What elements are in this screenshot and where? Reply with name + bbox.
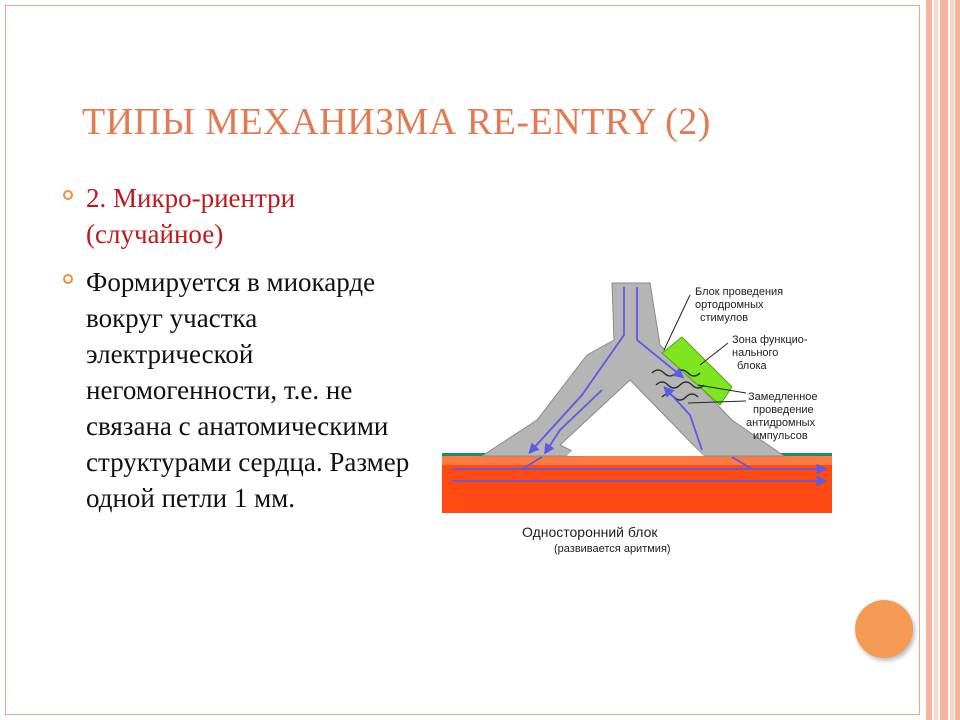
accent-circle xyxy=(855,600,913,658)
slide-frame xyxy=(5,5,920,715)
slide-title: ТИПЫ МЕХАНИЗМА RE-ENTRY (2) xyxy=(82,101,711,143)
label-block: ортодромных xyxy=(695,299,764,311)
label-slow: импульсов xyxy=(753,430,808,442)
label-zone: блока xyxy=(737,360,768,372)
pathway-arrow xyxy=(521,456,543,470)
muscle-layer xyxy=(442,465,832,513)
bullet-item: 2. Микро-риентри (случайное) xyxy=(62,180,412,252)
pointer-line xyxy=(699,342,729,366)
diagram-caption-sub: (развивается аритмия) xyxy=(554,543,671,555)
bullet-text: Формируется в миокарде вокруг участка эл… xyxy=(86,267,410,513)
pathway-arrow xyxy=(663,386,703,451)
stripe xyxy=(934,0,938,720)
label-slow: антидромных xyxy=(746,417,816,429)
pathway-arrow xyxy=(528,287,625,454)
bullet-list: 2. Микро-риентри (случайное) Формируется… xyxy=(62,180,412,528)
pointer-line xyxy=(697,384,747,394)
stripe xyxy=(955,0,960,720)
bullet-item: Формируется в миокарде вокруг участка эл… xyxy=(62,264,412,516)
muscle-layer-upper xyxy=(442,456,832,465)
label-block: стимулов xyxy=(700,312,748,324)
pathway-arrow xyxy=(544,389,603,455)
label-zone: нального xyxy=(732,347,778,359)
fiber-gap xyxy=(567,385,704,456)
bullet-dot-icon xyxy=(63,274,73,284)
stripe xyxy=(926,0,932,720)
reentry-diagram: Блок проведения ортодромных стимулов Зон… xyxy=(442,282,832,555)
label-slow: Замедленное xyxy=(748,391,818,403)
label-block: Блок проведения xyxy=(695,286,783,298)
bullet-dot-icon xyxy=(63,190,73,200)
pathway-arrow xyxy=(731,456,753,470)
bullet-text: 2. Микро-риентри (случайное) xyxy=(86,183,296,249)
diagram-caption: Односторонний блок xyxy=(522,524,658,540)
decorative-stripes xyxy=(926,0,960,720)
pathway-arrow xyxy=(636,287,685,379)
label-slow: проведение xyxy=(753,404,814,416)
pointer-line xyxy=(663,294,691,351)
stripe xyxy=(940,0,948,720)
slow-conduction-wave xyxy=(655,381,705,389)
stripe xyxy=(950,0,954,720)
pointer-line xyxy=(687,400,747,404)
label-zone: Зона функцио- xyxy=(732,334,808,346)
